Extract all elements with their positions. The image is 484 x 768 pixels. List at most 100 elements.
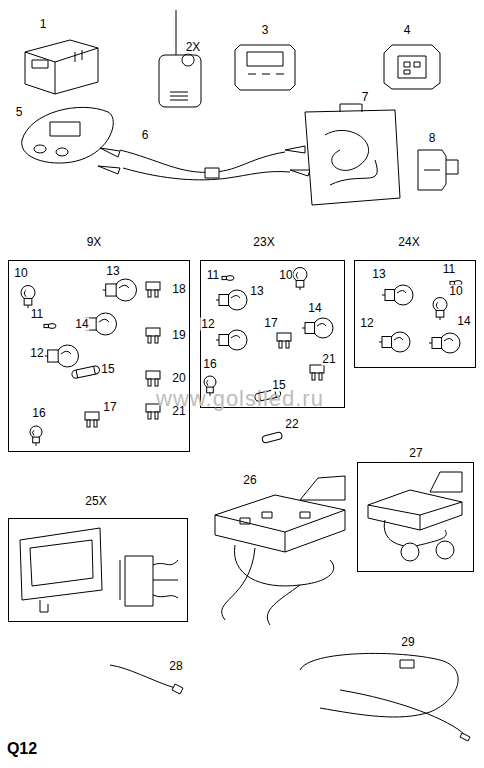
callout-number: 19 (171, 329, 186, 342)
bulb (216, 290, 247, 310)
callout-number: 1 (39, 18, 48, 31)
seat-heater-pad (368, 490, 462, 530)
callout-number: 13 (249, 285, 264, 298)
cable-plug (172, 684, 183, 694)
figure-code: Q12 (6, 742, 38, 755)
callout-number: 12 (29, 347, 44, 360)
switch-detail (398, 56, 426, 78)
bulb (429, 333, 460, 353)
callout-number: 2X (185, 41, 202, 54)
group-quantity: 25X (84, 495, 107, 508)
blade-fuse (277, 333, 291, 348)
fob-detail (170, 10, 194, 100)
group-quantity: 27 (408, 447, 423, 460)
backrest-pad (300, 476, 345, 500)
callout-number: 8 (428, 132, 437, 145)
callout-number: 5 (15, 106, 24, 119)
pad-marks (240, 512, 310, 524)
heater-unit (25, 40, 98, 94)
blade-fuse (146, 404, 160, 419)
bulb (21, 286, 35, 309)
bag-contents (325, 104, 377, 185)
callout-number: 14 (74, 318, 89, 331)
harness-wires (153, 560, 178, 598)
bulb (379, 332, 410, 352)
bulb (302, 318, 333, 338)
pad-wires (384, 520, 446, 546)
callout-number: 3 (261, 24, 270, 37)
callout-number: 13 (371, 268, 386, 281)
timer-display (247, 52, 284, 74)
callout-number: 11 (442, 263, 456, 276)
bulb (103, 279, 137, 301)
callout-number: 17 (102, 401, 117, 414)
callout-number: 6 (141, 129, 150, 142)
bulb (30, 426, 42, 446)
callout-number: 12 (200, 318, 215, 331)
watermark: www.golsiled.ru (155, 392, 325, 405)
blade-fuse (146, 371, 160, 386)
remote-control (22, 107, 114, 163)
callout-number: 4 (403, 24, 412, 37)
timer (235, 45, 295, 90)
cable (300, 653, 465, 735)
callout-number: 14 (456, 315, 471, 328)
group-quantity: 24X (397, 236, 420, 249)
callout-number: 15 (271, 379, 286, 392)
callout-number: 29 (400, 636, 415, 649)
bracket-harness (40, 556, 153, 612)
bulb (216, 330, 247, 350)
callout-number: 10 (448, 285, 463, 298)
blade-fuse (85, 412, 99, 427)
jumper-cable (120, 150, 285, 172)
blade-fuse (310, 365, 324, 380)
bulb (293, 268, 307, 291)
callout-number: 17 (263, 317, 278, 330)
line-art (20, 10, 470, 741)
callout-number: 15 (100, 363, 115, 376)
callout-number: 10 (13, 267, 28, 280)
callout-number: 21 (171, 405, 186, 418)
wedge-bulb (44, 324, 56, 329)
parts-bag (305, 110, 400, 205)
callout-number: 16 (31, 407, 46, 420)
remote-fob (159, 55, 201, 107)
callout-number: 11 (206, 269, 220, 282)
callout-number: 14 (307, 302, 322, 315)
pad-wires (222, 545, 334, 625)
bulb (262, 432, 283, 444)
callout-number: 10 (278, 269, 293, 282)
callout-number: 21 (321, 353, 336, 366)
connector (418, 150, 458, 190)
group-quantity: 9X (86, 236, 103, 249)
callout-number: 11 (30, 308, 44, 321)
cable (110, 665, 175, 688)
callout-number: 22 (284, 418, 299, 431)
cable-clamps (98, 146, 310, 178)
blade-fuse (146, 328, 160, 343)
callout-number: 26 (242, 474, 257, 487)
sensor (401, 543, 419, 561)
callout-number: 13 (105, 265, 120, 278)
group-box: 25X (8, 518, 188, 622)
wedge-bulb (222, 276, 234, 281)
callout-number: 28 (168, 660, 183, 673)
festoon-bulb (71, 365, 100, 379)
callout-number: 20 (171, 372, 186, 385)
callout-number: 18 (171, 283, 186, 296)
rocker-switch (384, 45, 440, 89)
bulb (433, 298, 447, 321)
group-quantity: 23X (252, 236, 275, 249)
bulb (45, 345, 79, 367)
blade-fuse (146, 282, 160, 297)
callout-number: 7 (361, 91, 370, 104)
group-box: 23X111013141217162115 (200, 260, 345, 408)
group-box: 9X101318111419121520161721 (8, 260, 190, 452)
callout-number: 16 (202, 358, 217, 371)
sensor (436, 541, 454, 559)
callout-number: 12 (359, 317, 374, 330)
mounting-frame (20, 528, 102, 600)
group-box: 27 (357, 462, 474, 572)
group-box: 24X1311101214 (354, 260, 476, 368)
